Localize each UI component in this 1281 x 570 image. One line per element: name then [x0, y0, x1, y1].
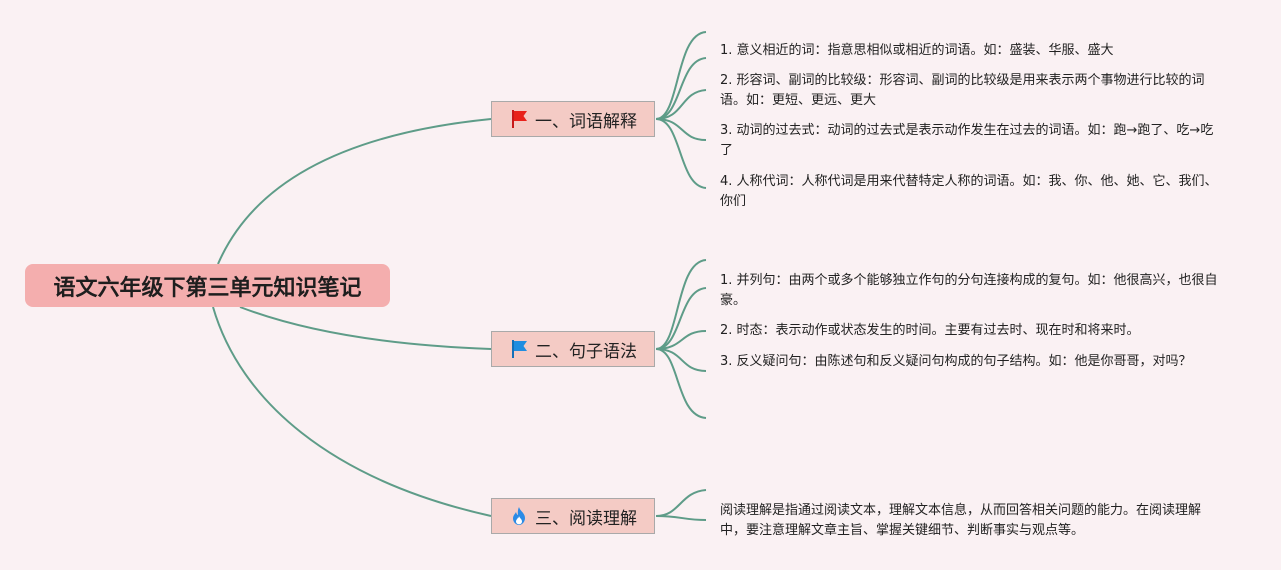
- leaf-personal-pronouns: 4. 人称代词：人称代词是用来代替特定人称的词语。如：我、你、他、她、它、我们、…: [720, 174, 1218, 209]
- fire-icon: [509, 506, 529, 526]
- branch-label: 一、词语解释: [535, 111, 637, 132]
- leaf-synonyms: 1. 意义相近的词：指意思相似或相近的词语。如：盛装、华服、盛大: [720, 43, 1114, 58]
- connector-branch-2-leaf-1: [655, 287, 707, 350]
- connector-branch-1-leaf-4: [655, 118, 707, 189]
- branch-label: 二、句子语法: [535, 341, 637, 362]
- connector-branch-2-leaf-bottom: [655, 348, 707, 419]
- leaf-tag-question: 3. 反义疑问句：由陈述句和反义疑问句构成的句子结构。如：他是你哥哥，对吗？: [720, 354, 1192, 369]
- branch-reading-comprehension[interactable]: 三、阅读理解: [491, 498, 655, 534]
- red-flag-icon: [509, 109, 529, 129]
- connector-branch-3-leaf-1: [655, 515, 707, 521]
- leaf-past-tense-verbs: 3. 动词的过去式：动词的过去式是表示动作发生在过去的词语。如：跑→跑了、吃→吃…: [720, 123, 1214, 158]
- connector-branch-2-leaf-2: [655, 330, 707, 350]
- connector-branch-2-leaf-3: [655, 348, 707, 372]
- connector-branch-1-leaf-1: [655, 57, 707, 120]
- connector-branch-1-leaf-top: [655, 31, 707, 120]
- leaf-reading-comprehension: 阅读理解是指通过阅读文本，理解文本信息，从而回答相关问题的能力。在阅读理解中，要…: [720, 503, 1202, 538]
- connector-root-branch-1: [217, 118, 492, 265]
- root-topic-label: 语文六年级下第三单元知识笔记: [53, 275, 362, 301]
- connector-root-branch-3: [212, 306, 492, 517]
- root-topic[interactable]: 语文六年级下第三单元知识笔记: [25, 264, 390, 307]
- leaf-tense: 2. 时态：表示动作或状态发生的时间。主要有过去时、现在时和将来时。: [720, 323, 1140, 338]
- branch-word-explanation[interactable]: 一、词语解释: [491, 101, 655, 137]
- connector-root-branch-2: [239, 306, 492, 350]
- connector-branch-3-leaf-top: [655, 489, 707, 517]
- branch-sentence-grammar[interactable]: 二、句子语法: [491, 331, 655, 367]
- connector-branch-2-leaf-top: [655, 259, 707, 350]
- connector-branch-1-leaf-3: [655, 118, 707, 141]
- leaf-compound-sentence: 1. 并列句：由两个或多个能够独立作句的分句连接构成的复句。如：他很高兴，也很自…: [720, 273, 1218, 308]
- leaf-comparatives: 2. 形容词、副词的比较级：形容词、副词的比较级是用来表示两个事物进行比较的词语…: [720, 73, 1205, 108]
- blue-flag-icon: [509, 339, 529, 359]
- connector-branch-1-leaf-2: [655, 89, 707, 120]
- branch-label: 三、阅读理解: [535, 508, 637, 529]
